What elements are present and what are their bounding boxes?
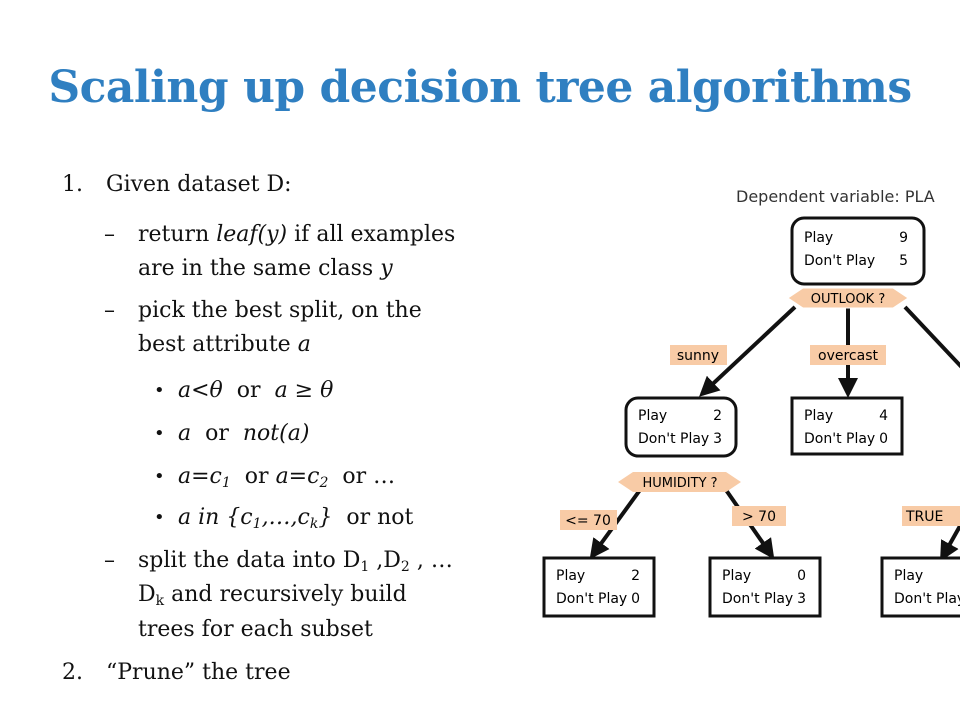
- svg-text:Don't Play: Don't Play: [638, 431, 709, 447]
- split-label-outlook: OUTLOOK ?: [787, 287, 909, 309]
- leaf-node-le70: Play 2 Don't Play 0: [542, 556, 656, 618]
- branch-label-le70: <= 70: [560, 510, 617, 530]
- svg-text:0: 0: [797, 568, 806, 584]
- leaf-node-true: Play Don't Play: [880, 556, 960, 618]
- svg-text:Play: Play: [556, 568, 585, 584]
- branch-label-overcast: overcast: [810, 345, 886, 365]
- svg-text:<= 70: <= 70: [565, 513, 611, 529]
- branch-label-true: TRUE: [902, 506, 960, 526]
- svg-text:4: 4: [879, 408, 888, 424]
- overcast-node: Play 4 Don't Play 0: [790, 396, 904, 456]
- svg-text:overcast: overcast: [818, 348, 878, 364]
- svg-text:OUTLOOK ?: OUTLOOK ?: [811, 292, 886, 307]
- svg-text:Don't Play: Don't Play: [804, 253, 875, 269]
- svg-text:2: 2: [631, 568, 640, 584]
- svg-text:> 70: > 70: [742, 509, 776, 525]
- svg-text:Play: Play: [804, 230, 833, 246]
- leaf-node-gt70: Play 0 Don't Play 3: [708, 556, 822, 618]
- svg-text:HUMIDITY ?: HUMIDITY ?: [642, 476, 717, 491]
- svg-text:Don't Play: Don't Play: [894, 591, 960, 607]
- svg-text:0: 0: [631, 591, 640, 607]
- svg-text:2: 2: [713, 408, 722, 424]
- svg-text:Play: Play: [722, 568, 751, 584]
- svg-text:3: 3: [797, 591, 806, 607]
- svg-text:sunny: sunny: [677, 348, 719, 364]
- decision-tree-diagram: Dependent variable: PLA Play 9 Don't Pla…: [530, 176, 960, 626]
- branch-label-sunny: sunny: [670, 345, 727, 365]
- edge-true: [940, 525, 960, 562]
- svg-text:Play: Play: [638, 408, 667, 424]
- svg-text:TRUE: TRUE: [905, 509, 943, 525]
- split-label-humidity: HUMIDITY ?: [618, 472, 741, 492]
- svg-text:Don't Play: Don't Play: [804, 431, 875, 447]
- svg-text:Play: Play: [894, 568, 923, 584]
- decision-tree-svg: Dependent variable: PLA Play 9 Don't Pla…: [542, 187, 960, 618]
- svg-text:Play: Play: [804, 408, 833, 424]
- svg-text:5: 5: [899, 253, 908, 269]
- edge-sunny: [699, 305, 797, 397]
- slide-title: Scaling up decision tree algorithms: [48, 62, 912, 113]
- diagram-header: Dependent variable: PLA: [736, 187, 935, 206]
- svg-text:0: 0: [879, 431, 888, 447]
- branch-label-gt70: > 70: [732, 506, 786, 526]
- sunny-node: Play 2 Don't Play 3: [624, 396, 738, 458]
- svg-text:Don't Play: Don't Play: [556, 591, 627, 607]
- svg-text:3: 3: [713, 431, 722, 447]
- svg-text:Don't Play: Don't Play: [722, 591, 793, 607]
- root-node: Play 9 Don't Play 5: [790, 216, 926, 286]
- svg-text:9: 9: [899, 230, 908, 246]
- edge-right: [903, 305, 960, 369]
